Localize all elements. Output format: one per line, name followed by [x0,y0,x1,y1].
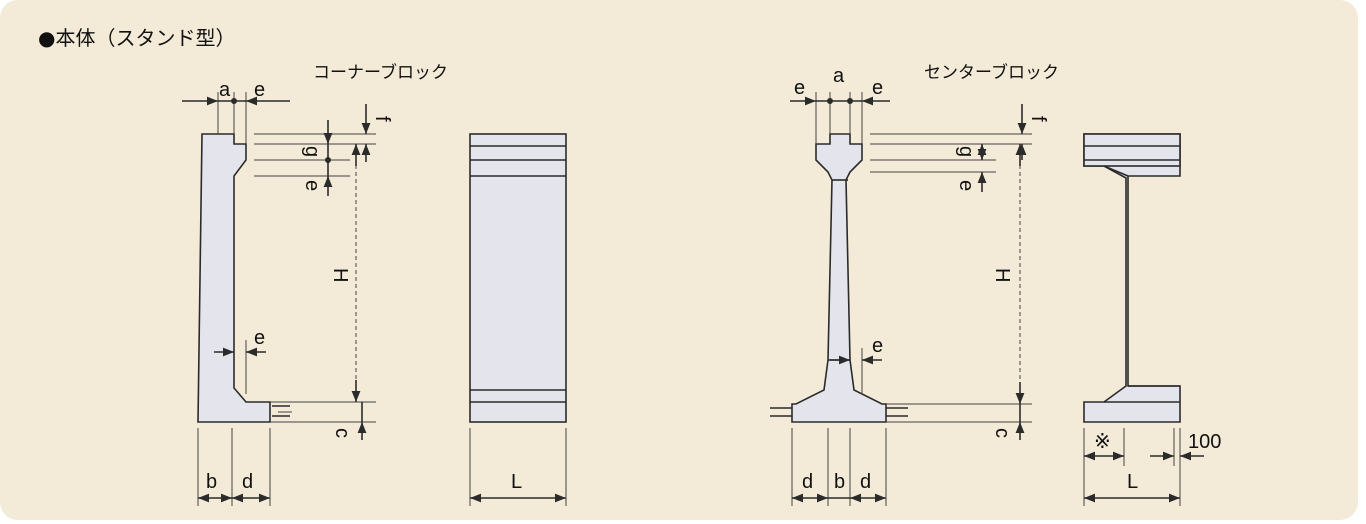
center-label-e-right: e [872,77,883,99]
section-title-text: 本体（スタンド型） [55,26,236,50]
corner-label-g: g [301,146,323,157]
center-label-e-low: e [872,335,883,357]
corner-label-b: b [206,471,217,493]
center-front-top [1083,133,1181,167]
center-block-title: センターブロック [924,62,1059,83]
center-dim-dot [847,98,853,104]
center-label-L: L [1127,471,1138,493]
corner-label-L: L [511,471,522,493]
corner-label-c: c [331,428,353,438]
section-title: ●本体（スタンド型） [38,22,235,51]
center-label-H: H [991,268,1013,282]
corner-label-H: H [329,268,351,282]
corner-label-e-mid: e [301,180,323,191]
center-label-note-mark: ※ [1094,431,1111,453]
center-label-d-right: d [860,471,871,493]
bullet-mark: ● [38,26,56,50]
corner-side-profile [197,133,271,423]
center-label-100: 100 [1188,431,1221,453]
center-label-b: b [834,471,845,493]
corner-block-title: コーナーブロック [313,62,448,83]
corner-dim-dot [231,98,237,104]
corner-label-e-low: e [254,327,265,349]
corner-label-a: a [219,79,231,101]
center-dim-dot [827,98,833,104]
center-side-profile [791,133,887,423]
corner-front-view [469,133,567,423]
center-label-g: g [955,146,977,157]
center-label-e-mid: e [955,180,977,191]
center-label-c: c [991,428,1013,438]
center-label-d-left: d [802,471,813,493]
center-front-view [1083,133,1181,423]
center-label-f: f [1027,116,1049,122]
corner-label-e-top: e [254,79,265,101]
center-label-e-left: e [794,77,805,99]
center-front-line [1103,165,1129,177]
center-label-a: a [833,65,845,87]
corner-label-f: f [371,116,393,122]
corner-label-d: d [242,471,253,493]
